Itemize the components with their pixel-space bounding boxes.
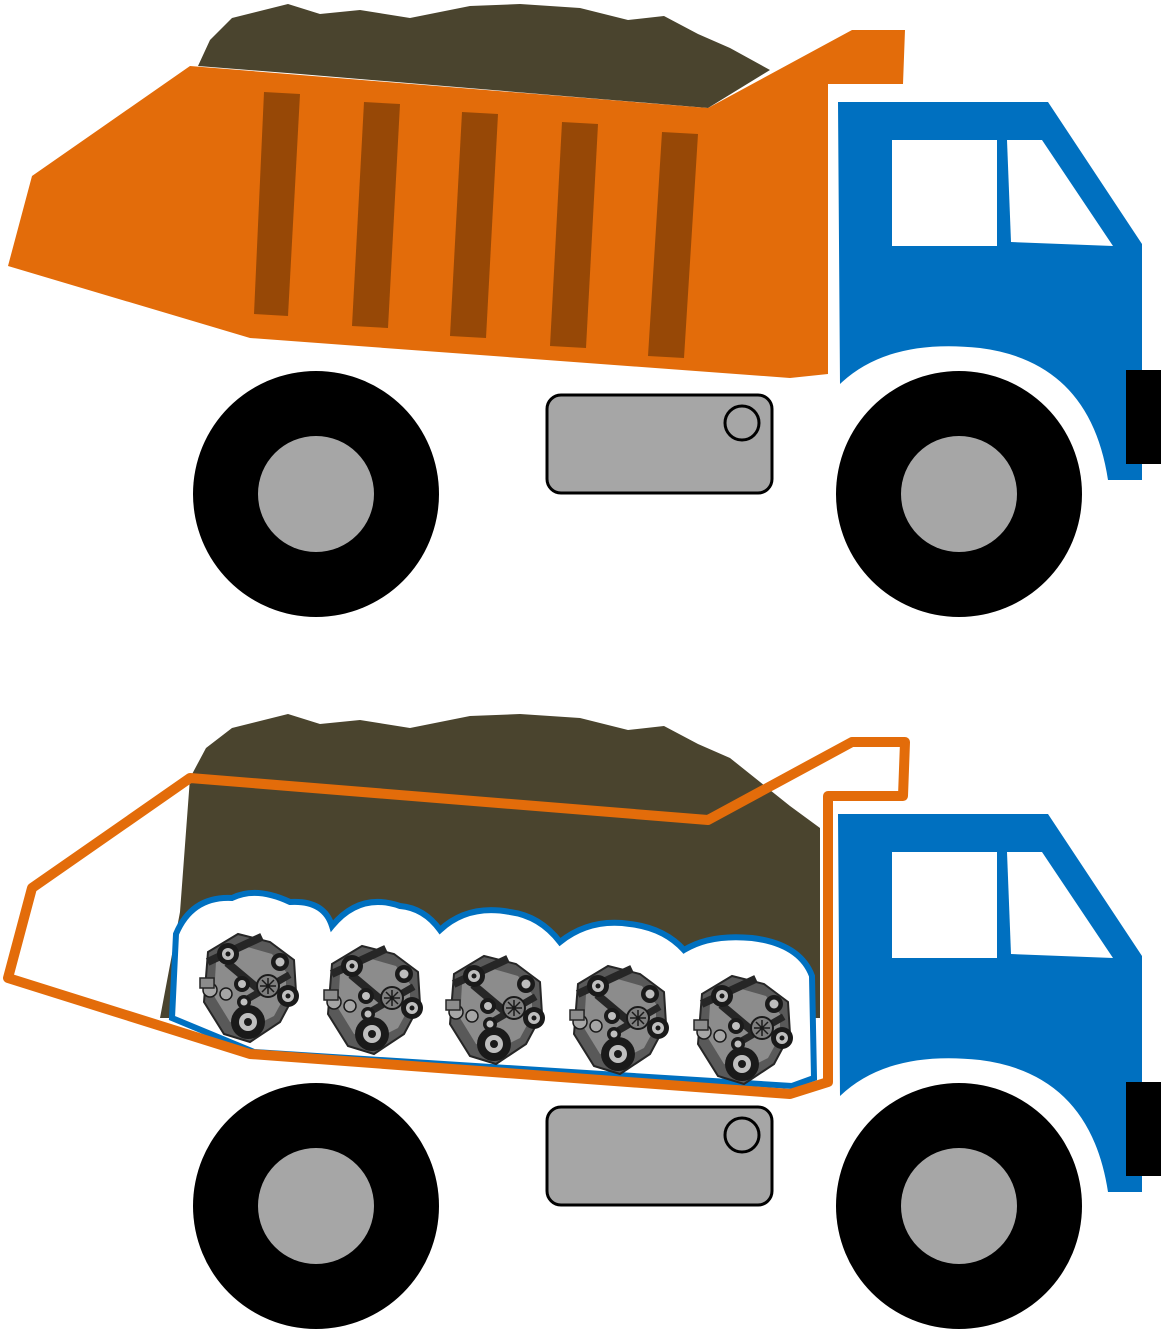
front-wheel bbox=[836, 371, 1082, 617]
front-wheel bbox=[836, 1083, 1082, 1329]
dump-bed-outline bbox=[3, 737, 910, 1099]
rear-wheel bbox=[193, 371, 439, 617]
rear-wheel bbox=[193, 1083, 439, 1329]
truck-solid-bed bbox=[8, 4, 1161, 617]
fuel-tank bbox=[545, 393, 774, 495]
fuel-tank bbox=[545, 1105, 774, 1207]
bed-ribs bbox=[254, 92, 698, 358]
load-heap bbox=[198, 4, 770, 108]
truck-cutaway-bed bbox=[3, 714, 1161, 1329]
